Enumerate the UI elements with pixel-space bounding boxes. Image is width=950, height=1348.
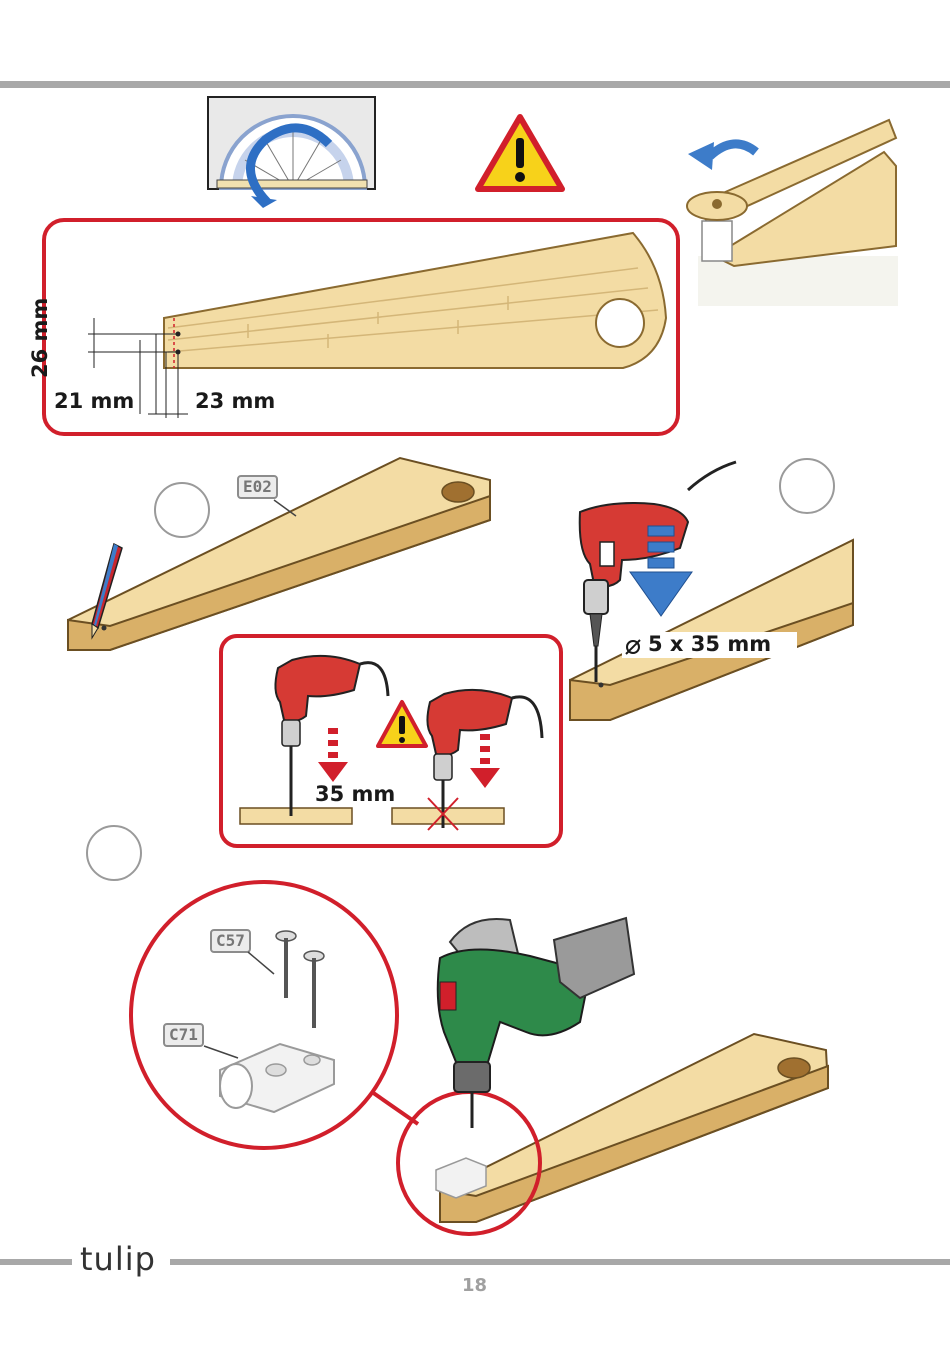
drill-depth-label: 35 mm <box>315 782 395 806</box>
right-dimension-label: 23 mm <box>195 389 275 413</box>
top-rule <box>0 81 950 88</box>
protractor-icon <box>207 96 377 208</box>
step-circle-3 <box>86 825 142 881</box>
board-part-tag: E02 <box>237 475 278 499</box>
page-number: 18 <box>462 1275 487 1296</box>
footer-rule-right <box>170 1259 950 1265</box>
drill-bit-label: 5 x 35 mm <box>648 632 771 656</box>
part-tag-leaders <box>200 950 280 1060</box>
height-dimension-label: 26 mm <box>28 298 52 378</box>
footer-rule-left <box>0 1259 72 1265</box>
left-dimension-label: 21 mm <box>54 389 134 413</box>
diameter-icon <box>624 638 642 656</box>
rotate-arrow-icon <box>684 106 898 306</box>
warning-icon <box>475 114 565 192</box>
pencil-icon <box>86 542 126 642</box>
cordless-drill-icon <box>430 912 640 1132</box>
step-circle-2 <box>779 458 835 514</box>
brand-logo: tulip <box>80 1240 156 1278</box>
board-tag-leader <box>272 498 302 518</box>
board-dimension-drawing <box>48 228 678 428</box>
bracket-part-tag: C71 <box>163 1023 204 1047</box>
depth-warning-drawing <box>230 646 550 836</box>
